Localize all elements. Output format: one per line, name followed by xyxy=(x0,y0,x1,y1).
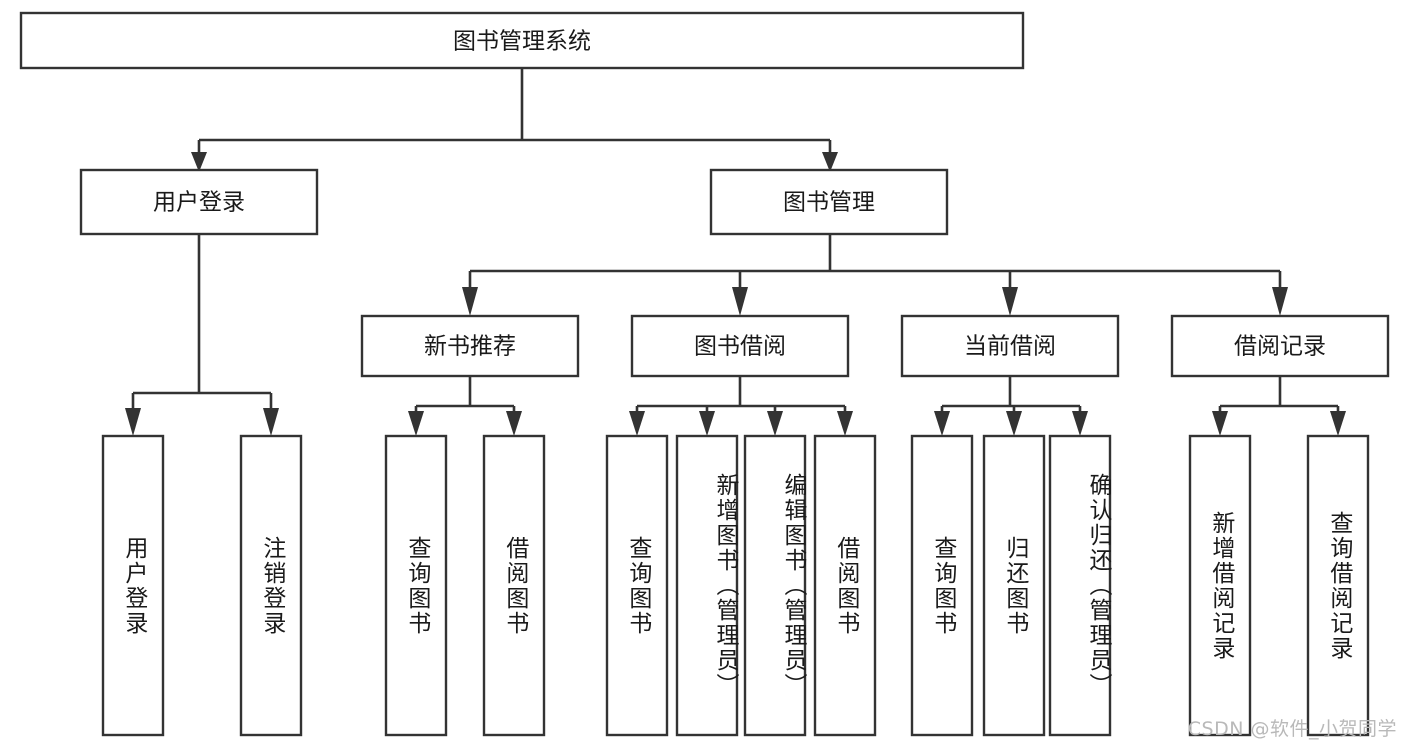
node-book-manage-label: 图书管理 xyxy=(783,190,875,216)
node-new-book-recommend[interactable]: 新书推荐 xyxy=(360,314,580,378)
leaf-query-book-rec-rect[interactable] xyxy=(384,434,448,737)
node-user-login-label: 用户登录 xyxy=(153,190,245,216)
node-book-borrow-rect[interactable] xyxy=(630,314,850,378)
leaf-user-login-rect[interactable] xyxy=(101,434,165,737)
csdn-watermark: CSDN @软件_小贺同学 xyxy=(1187,718,1397,740)
connector-newbook-bus xyxy=(414,376,516,416)
arrow-to-leaf-add-book xyxy=(699,411,715,436)
arrow-to-leaf-query-record xyxy=(1330,411,1346,436)
leaf-rect-layer xyxy=(101,434,1370,737)
arrow-to-leaf-add-record xyxy=(1212,411,1228,436)
connector-borrowrecord-bus xyxy=(1218,376,1340,416)
node-root-rect[interactable] xyxy=(19,11,1025,70)
leaf-borrow-book-rec-rect[interactable] xyxy=(482,434,546,737)
arrow-to-book-manage xyxy=(822,152,838,172)
leaf-add-book-rect[interactable] xyxy=(675,434,739,737)
leaf-return-book-rect[interactable] xyxy=(982,434,1046,737)
connector-userlogin-bus xyxy=(131,234,273,413)
arrow-to-book-borrow xyxy=(732,287,748,316)
node-book-manage[interactable]: 图书管理 xyxy=(709,168,949,236)
arrow-to-leaf-borrow-book-rec xyxy=(506,411,522,436)
arrow-to-current-borrow xyxy=(1002,287,1018,316)
node-book-borrow-label: 图书借阅 xyxy=(694,334,786,360)
leaf-borrow-book-rect[interactable] xyxy=(813,434,877,737)
node-borrow-record[interactable]: 借阅记录 xyxy=(1170,314,1390,378)
connector-currentborrow-bus xyxy=(940,376,1082,416)
arrow-to-borrow-record xyxy=(1272,287,1288,316)
arrow-to-leaf-edit-book xyxy=(767,411,783,436)
arrow-to-leaf-query-book-current xyxy=(934,411,950,436)
node-current-borrow[interactable]: 当前借阅 xyxy=(900,314,1120,378)
leaf-query-book-current-rect[interactable] xyxy=(910,434,974,737)
leaf-edit-book-rect[interactable] xyxy=(743,434,807,737)
arrow-to-leaf-user-login xyxy=(125,408,141,436)
arrow-to-leaf-logout xyxy=(263,408,279,436)
arrow-to-leaf-confirm-return xyxy=(1072,411,1088,436)
node-root-label: 图书管理系统 xyxy=(453,29,591,55)
leaf-confirm-return-rect[interactable] xyxy=(1048,434,1112,737)
connector-bookborrow-bus xyxy=(635,376,847,416)
leaf-add-record-rect[interactable] xyxy=(1188,434,1252,737)
node-new-book-recommend-rect[interactable] xyxy=(360,314,580,378)
arrow-to-new-book-recommend xyxy=(462,287,478,316)
node-current-borrow-rect[interactable] xyxy=(900,314,1120,378)
node-user-login[interactable]: 用户登录 xyxy=(79,168,319,236)
connector-root-bus xyxy=(197,68,832,157)
leaf-query-record-rect[interactable] xyxy=(1306,434,1370,737)
node-root[interactable]: 图书管理系统 xyxy=(19,11,1025,70)
connector-bookmanage-bus xyxy=(468,234,1282,292)
node-new-book-recommend-label: 新书推荐 xyxy=(424,334,516,360)
connector-layer xyxy=(125,68,1346,436)
node-current-borrow-label: 当前借阅 xyxy=(964,334,1056,360)
leaf-logout-rect[interactable] xyxy=(239,434,303,737)
arrow-to-leaf-return-book xyxy=(1006,411,1022,436)
arrow-to-leaf-borrow-book xyxy=(837,411,853,436)
arrow-to-leaf-query-book-borrow xyxy=(629,411,645,436)
node-user-login-rect[interactable] xyxy=(79,168,319,236)
leaf-query-book-borrow-rect[interactable] xyxy=(605,434,669,737)
arrow-to-leaf-query-book-rec xyxy=(408,411,424,436)
node-book-borrow[interactable]: 图书借阅 xyxy=(630,314,850,378)
node-book-manage-rect[interactable] xyxy=(709,168,949,236)
node-borrow-record-label: 借阅记录 xyxy=(1234,334,1326,360)
node-borrow-record-rect[interactable] xyxy=(1170,314,1390,378)
arrow-to-user-login xyxy=(191,152,207,172)
